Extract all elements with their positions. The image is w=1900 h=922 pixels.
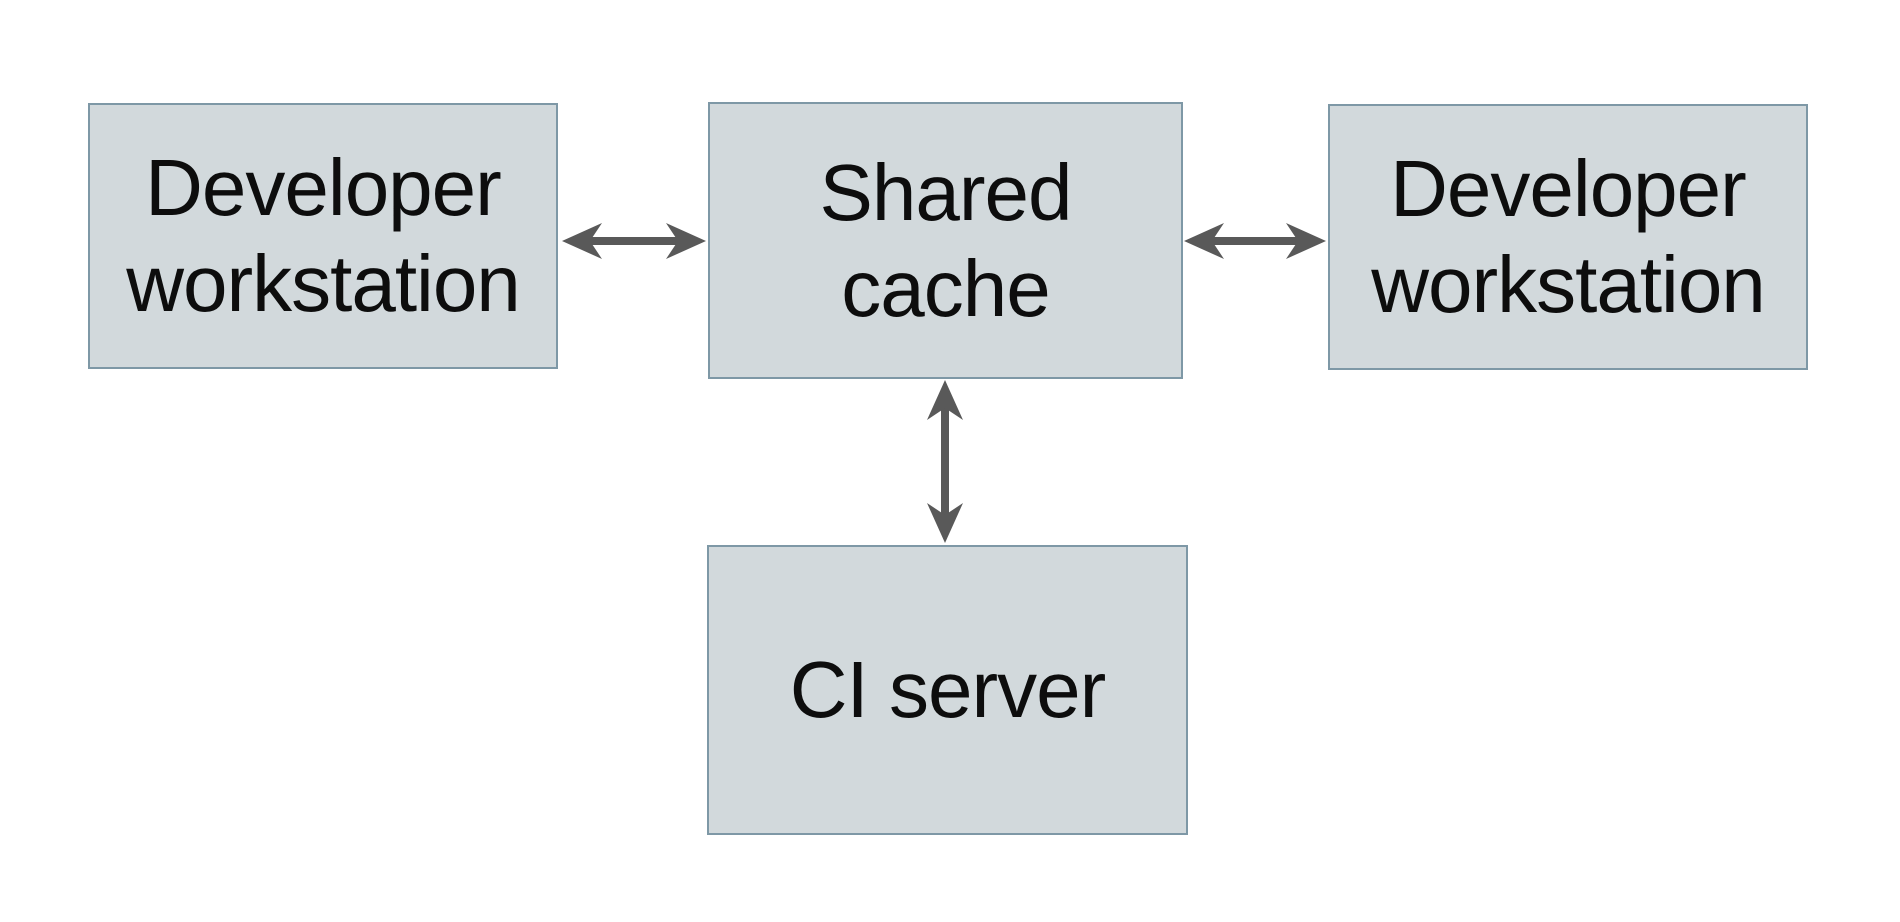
arrow-head-left-icon xyxy=(562,223,602,259)
edge-devleft-cache xyxy=(562,223,706,259)
node-ci-server: CI server xyxy=(707,545,1188,835)
node-developer-workstation-right: Developer workstation xyxy=(1328,104,1808,370)
node-label-line: workstation xyxy=(126,239,521,328)
arrow-head-down-icon xyxy=(927,503,963,543)
node-label-line: Developer xyxy=(1390,144,1747,233)
node-label: Shared cache xyxy=(819,145,1073,337)
edge-cache-ciserver xyxy=(927,380,963,543)
node-shared-cache: Shared cache xyxy=(708,102,1183,379)
node-developer-workstation-left: Developer workstation xyxy=(88,103,558,369)
node-label-line: CI server xyxy=(789,645,1106,734)
node-label: CI server xyxy=(790,642,1106,738)
arrow-head-right-icon xyxy=(666,223,706,259)
node-label-line: workstation xyxy=(1371,240,1766,329)
node-label: Developer workstation xyxy=(126,140,521,332)
arrow-head-right-icon xyxy=(1286,223,1326,259)
node-label-line: Developer xyxy=(145,143,502,232)
node-label-line: Shared xyxy=(819,147,1073,237)
node-label: Developer workstation xyxy=(1371,141,1766,333)
arrow-head-up-icon xyxy=(927,380,963,420)
edge-cache-devright xyxy=(1184,223,1326,259)
arrow-head-left-icon xyxy=(1184,223,1224,259)
node-label-line: cache xyxy=(841,243,1050,333)
